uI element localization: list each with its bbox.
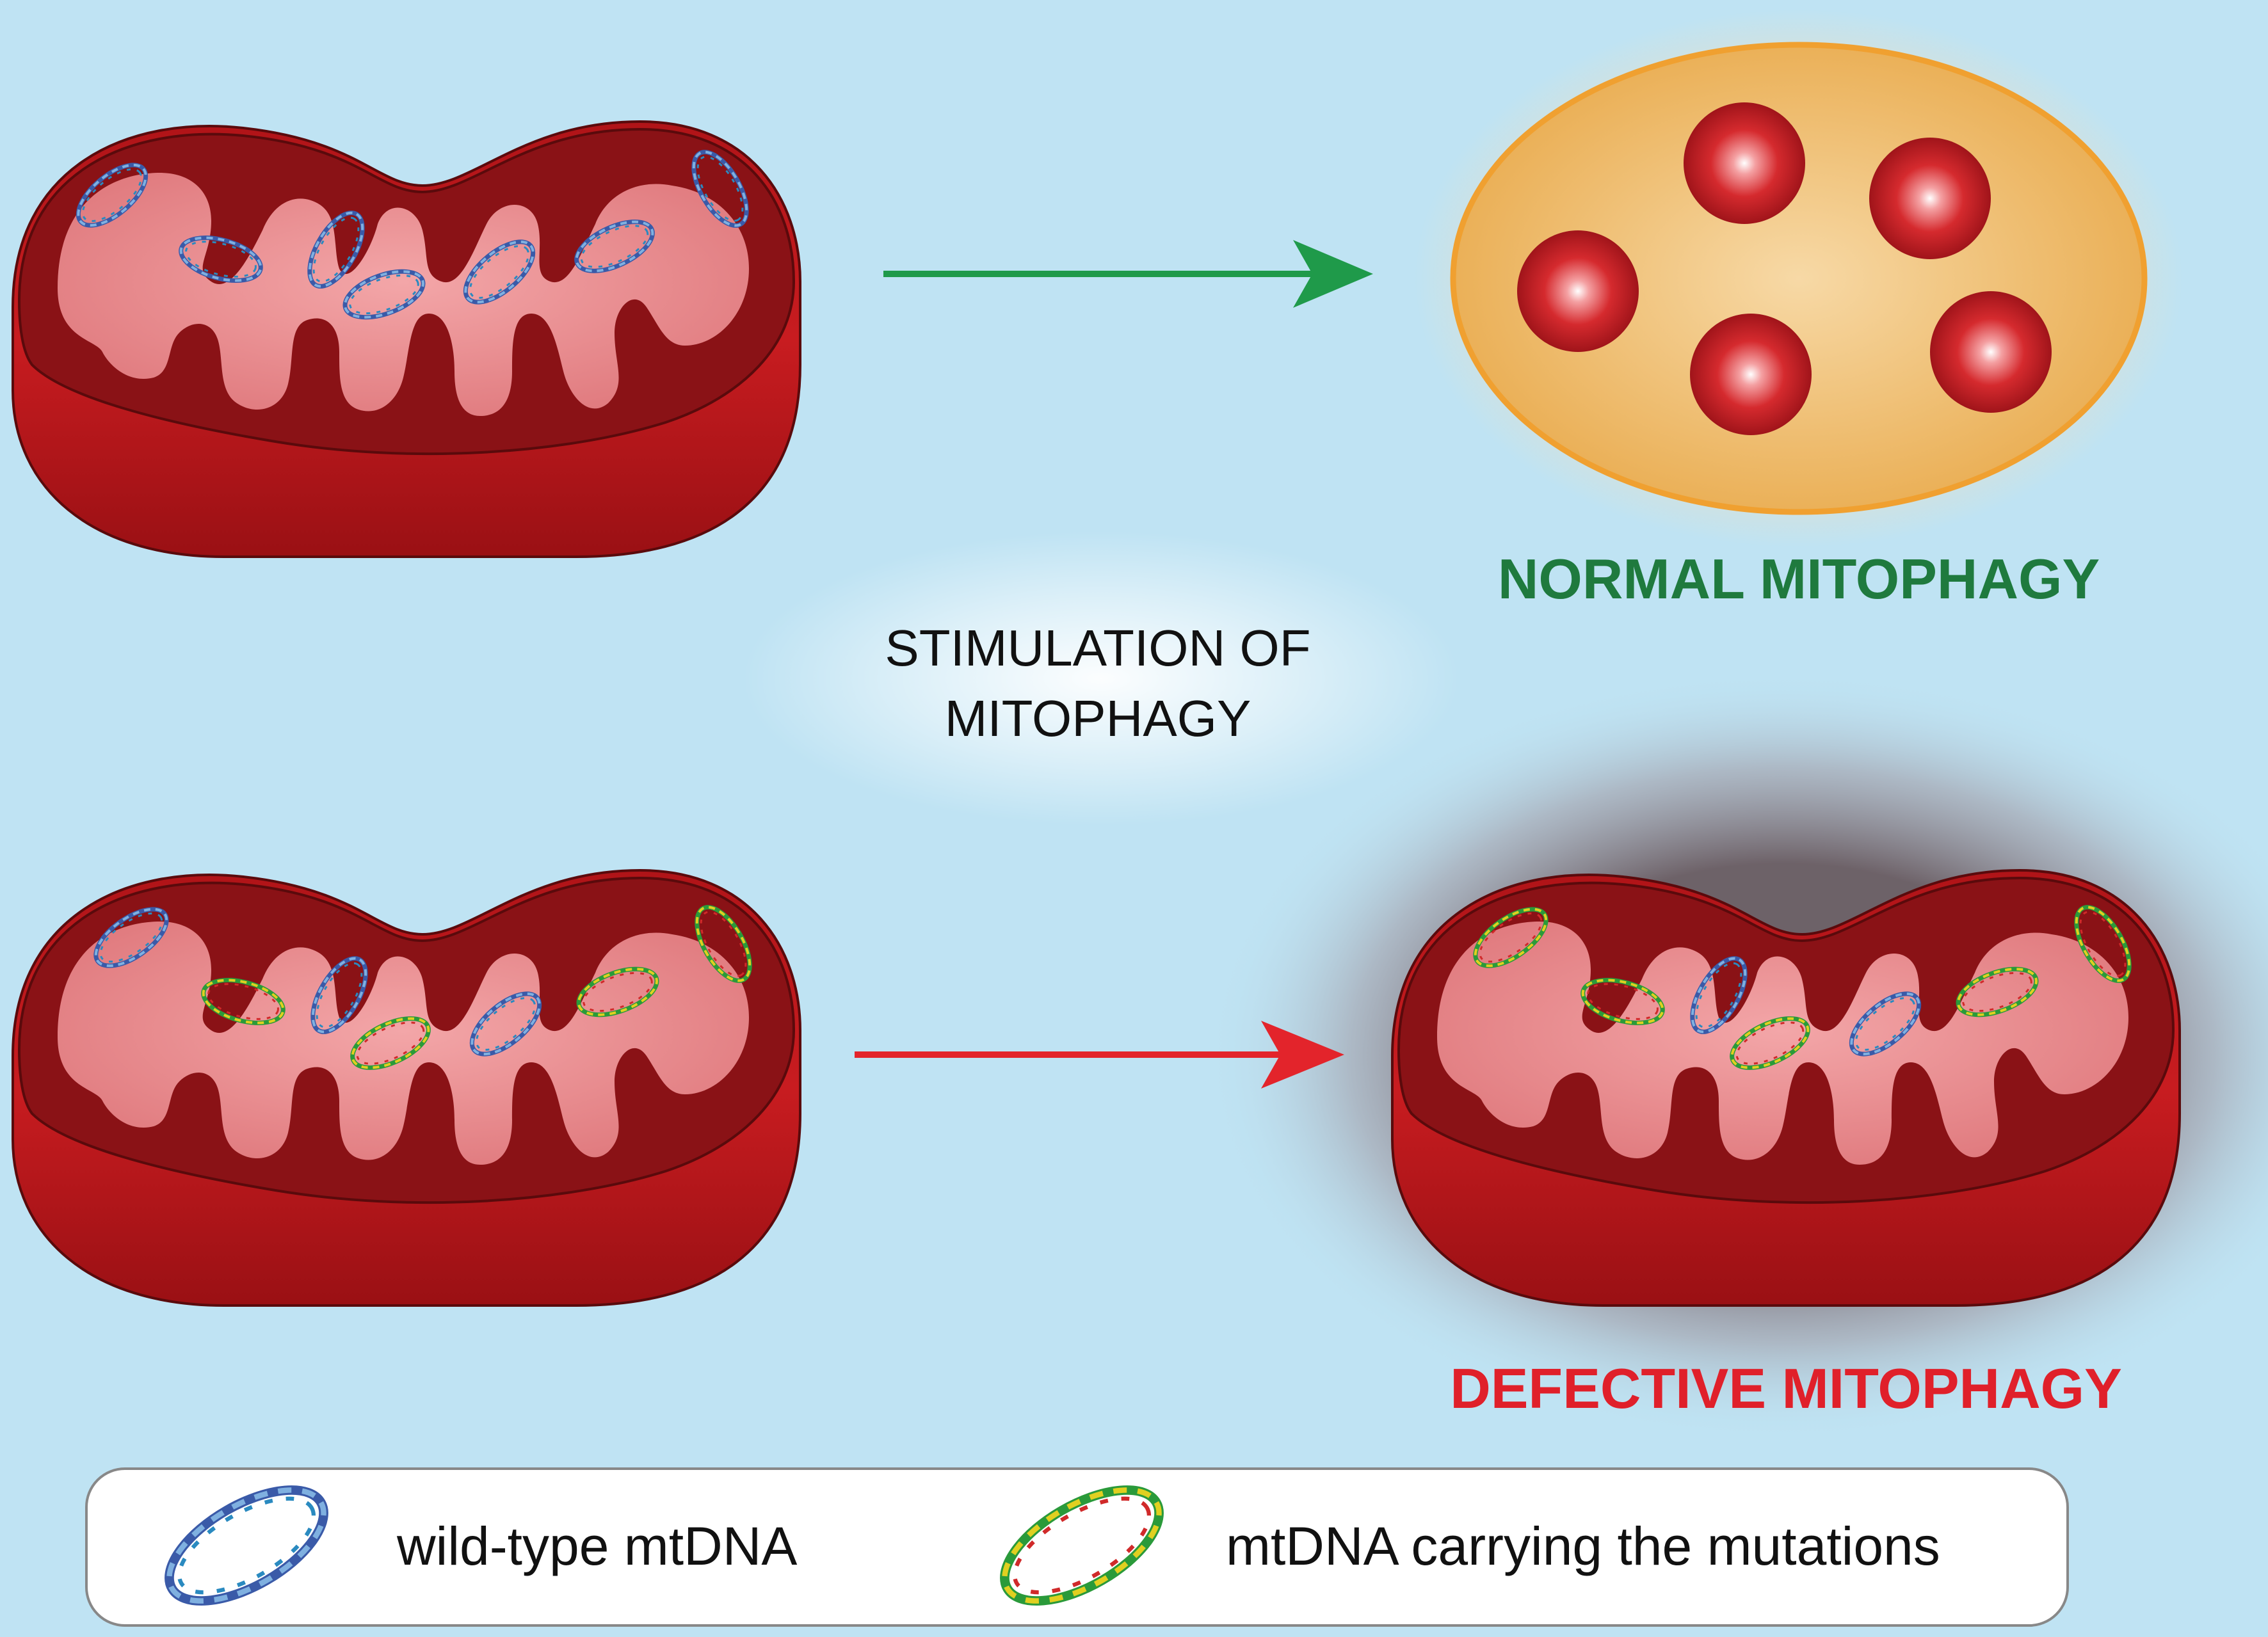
green-arrow: [883, 240, 1373, 308]
normal-mitophagy-label: NORMAL MITOPHAGY: [1498, 547, 2100, 611]
lysosome: [1415, 10, 2183, 547]
degraded-particle: [1517, 230, 1639, 352]
legend-wild-type-label: wild-type mtDNA: [396, 1516, 797, 1576]
legend-mutant-label: mtDNA carrying the mutations: [1226, 1516, 1940, 1576]
degraded-particle: [1930, 291, 2052, 413]
degraded-particle: [1690, 314, 1812, 435]
center-glow: [743, 531, 1460, 826]
degraded-particle: [1869, 138, 1991, 259]
defective-mitophagy-label: DEFECTIVE MITOPHAGY: [1450, 1357, 2122, 1420]
stimulation-label-line2: MITOPHAGY: [945, 690, 1251, 747]
red-arrow: [855, 1021, 1344, 1089]
stimulation-label-line1: STIMULATION OF: [885, 619, 1310, 676]
degraded-particle: [1684, 102, 1805, 224]
legend-box: [85, 1467, 2069, 1627]
mitochondrion-mixed-source: [12, 869, 801, 1307]
mitochondrion-healthy-source: [12, 120, 801, 558]
mitochondrion-defective-result: [1391, 869, 2181, 1307]
legend: wild-type mtDNA mtDNA carrying the mutat…: [85, 1467, 2069, 1627]
